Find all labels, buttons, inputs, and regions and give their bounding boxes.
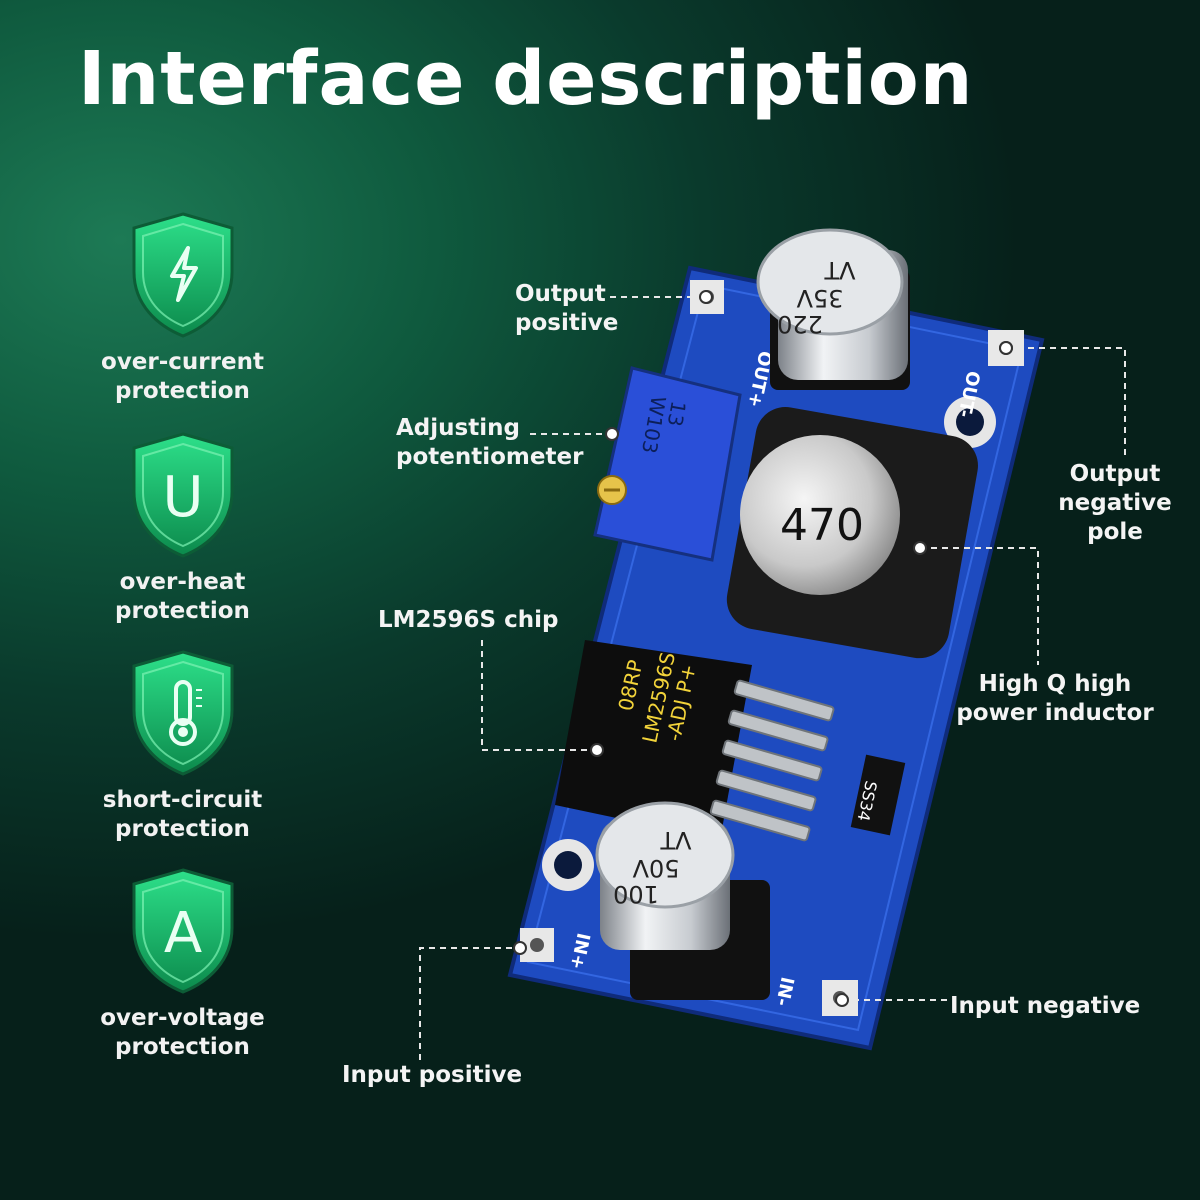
svg-text:470: 470 [780, 500, 864, 551]
svg-text:220: 220 [777, 310, 823, 338]
output-capacitor: VT 35V 220 [756, 228, 910, 390]
input-capacitor: VT 50V 100 [595, 801, 770, 1000]
callout-input-negative: Input negative [950, 993, 1141, 1019]
marker-dot [513, 941, 527, 955]
callout-input-positive: Input positive [342, 1062, 523, 1088]
lightning-bolt-icon [132, 212, 233, 338]
svg-text:P+: P+ [671, 662, 700, 695]
svg-text:13: 13 [663, 399, 691, 428]
callout-adjusting-potentiometer: Adjusting potentiometer [396, 415, 584, 470]
marker-dot [699, 290, 713, 304]
svg-text:VT: VT [660, 826, 691, 854]
svg-text:35V: 35V [796, 284, 844, 312]
svg-text:A: A [163, 901, 201, 966]
svg-text:50V: 50V [632, 854, 680, 882]
svg-text:100: 100 [613, 880, 659, 908]
callout-lm2596s-chip: LM2596S chip [378, 607, 559, 633]
page-title: Interface description [78, 36, 974, 122]
letter-a-icon: A [132, 868, 233, 994]
potentiometer: W103 13 [593, 366, 742, 562]
marker-dot [913, 541, 927, 555]
callout-output-negative-pole: Output negative pole [1058, 461, 1172, 545]
marker-dot [605, 427, 619, 441]
letter-u-icon: U [132, 432, 233, 558]
svg-text:VT: VT [824, 256, 855, 284]
callout-power-inductor: High Q high power inductor [956, 671, 1154, 726]
leader-lines [419, 296, 1126, 1060]
marker-dot [999, 341, 1013, 355]
thermometer-icon [132, 650, 233, 776]
marker-dot [590, 743, 604, 757]
power-inductor: 470 [726, 407, 978, 659]
marker-dot [835, 993, 849, 1007]
svg-text:U: U [162, 465, 203, 530]
callout-output-positive: Output positive [515, 281, 619, 336]
lm2596s-chip: 08RP LM2596S -ADJ P+ [555, 640, 835, 842]
